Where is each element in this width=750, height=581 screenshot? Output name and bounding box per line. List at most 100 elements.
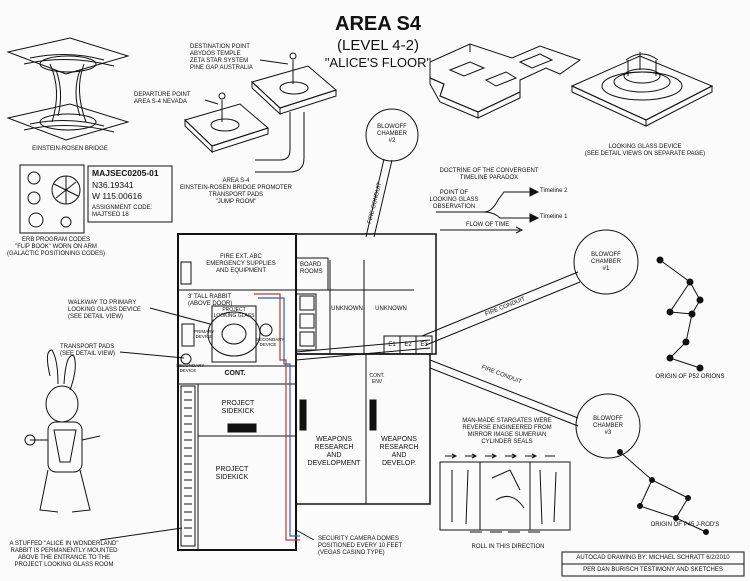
looking-glass-device-graphic bbox=[570, 52, 714, 127]
destination-line2: ABYDOS TEMPLE bbox=[190, 51, 241, 57]
stargates-line1: MAN-MADE STARGATES WERE bbox=[462, 418, 552, 424]
erb-line3: (GALACTIC POSITIONING CODES) bbox=[6, 251, 105, 257]
doctrine-heading-line2: TIMELINE PARADOX bbox=[459, 175, 519, 181]
walkway-line3: (SEE DETAIL VIEW) bbox=[68, 314, 124, 320]
rabbit-door-line2: (ABOVE DOOR) bbox=[188, 301, 233, 307]
jrod-constellation bbox=[619, 451, 707, 533]
erb-line2: "FLIP BOOK" WORN ON ARM bbox=[15, 244, 97, 250]
rabbit-callout-line4: PROJECT LOOKING GLASS ROOM bbox=[14, 562, 114, 568]
promoter-line4: "JUMP ROOM" bbox=[215, 199, 257, 205]
walkway-line1: WALKWAY TO PRIMARY bbox=[68, 300, 137, 306]
rabbit-callout-line3: ABOVE THE ENTRANCE TO THE bbox=[17, 555, 111, 561]
rabbit-callout-line1: A STUFFED "ALICE IN WONDERLAND" bbox=[9, 541, 119, 547]
transport-line2: (SEE DETAIL VIEW) bbox=[60, 351, 116, 357]
erb-line1: ERB PROGRAM CODES bbox=[21, 237, 90, 243]
doctrine-point-line3: OBSERVATION bbox=[432, 204, 476, 210]
majsec-card bbox=[87, 165, 173, 223]
secondary-device-right-line1: SECONDARY bbox=[256, 337, 285, 342]
weapons1-line4: DEVELOPMENT bbox=[307, 460, 361, 467]
stargates-line2: REVERSE ENGINEERED FROM bbox=[462, 425, 552, 431]
timeline-2-label: Timeline 2 bbox=[540, 188, 568, 194]
sidekick2-line2: SIDEKICK bbox=[215, 474, 249, 481]
board-rooms-line2: ROOMS bbox=[300, 269, 323, 275]
transport-pads-graphic bbox=[184, 52, 338, 173]
transport-line1: TRANSPORT PADS bbox=[60, 344, 115, 350]
orion-origin-label: ORIGIN OF P52 ORIONS bbox=[655, 374, 725, 380]
promoter-line1: AREA S-4 bbox=[222, 178, 250, 184]
room-e1: E1 bbox=[388, 342, 396, 348]
doctrine-point-line2: LOOKING GLASS bbox=[429, 197, 479, 203]
orion-stars bbox=[656, 256, 704, 372]
weapons1-line1: WEAPONS bbox=[316, 436, 352, 443]
primary-device-line1: PRIMARY bbox=[194, 329, 215, 334]
chamber1-line1: BLOWOFF bbox=[591, 252, 621, 258]
looking-glass-line1: LOOKING GLASS DEVICE bbox=[608, 144, 682, 150]
chamber3-line2: CHAMBER bbox=[592, 423, 623, 429]
title-line2: (LEVEL 4-2) bbox=[337, 37, 419, 54]
majsec-code: MAJSEC0205-01 bbox=[92, 168, 159, 178]
stargates-line4: CYLINDER SEALS bbox=[481, 439, 533, 445]
cont-room: CONT. bbox=[224, 370, 246, 377]
weapons1-line2: RESEARCH bbox=[314, 444, 354, 451]
chamber2-line3: #2 bbox=[388, 138, 396, 144]
primary-device-line2: DEVICE bbox=[195, 334, 213, 339]
doctrine-heading-line1: DOCTRINE OF THE CONVERGENT bbox=[439, 168, 539, 174]
destination-line3: ZETA STAR SYSTEM bbox=[190, 58, 249, 64]
promoter-line3: TRANSPORT PADS bbox=[208, 192, 264, 198]
title-line1: AREA S4 bbox=[335, 13, 421, 35]
sidekick2-line1: PROJECT bbox=[215, 466, 249, 473]
cylinder-seal-graphic bbox=[439, 453, 571, 533]
floorplan-graphic bbox=[177, 233, 437, 551]
wormhole-graphic bbox=[6, 37, 130, 141]
fire-ext-line3: AND EQUIPMENT bbox=[215, 268, 266, 274]
chamber3-line3: #3 bbox=[604, 430, 612, 436]
weapons2-line3: AND bbox=[391, 452, 407, 459]
project-lg-line1: PROJECT bbox=[222, 307, 246, 313]
flow-of-time-label: FLOW OF TIME bbox=[466, 222, 510, 228]
chamber3-line1: BLOWOFF bbox=[593, 416, 623, 422]
looking-glass-line2: (SEE DETAIL VIEWS ON SEPARATE PAGE) bbox=[584, 151, 706, 157]
departure-line2: AREA S-4 NEVADA bbox=[134, 99, 187, 105]
sidekick1-line1: PROJECT bbox=[221, 400, 255, 407]
room-e2: E2 bbox=[404, 342, 412, 348]
walkway-blue-path bbox=[258, 297, 300, 537]
credit-line1: AUTOCAD DRAWING BY: MICHAEL SCHRATT 6/2/… bbox=[576, 555, 730, 561]
cont-env-line1: CONT. bbox=[369, 373, 385, 379]
roll-direction-label: ROLL IN THIS DIRECTION bbox=[471, 544, 545, 550]
timeline-1-label: Timeline 1 bbox=[540, 214, 568, 220]
fire-ext-line2: EMERGENCY SUPPLIES bbox=[206, 261, 276, 267]
destination-line4: PINE GAP AUSTRALIA bbox=[190, 65, 253, 71]
majsec-lon: W 115.00616 bbox=[92, 191, 142, 201]
camera-line2: POSITIONED EVERY 10 FEET bbox=[318, 543, 403, 549]
callout-leaders bbox=[99, 307, 315, 541]
credit-line2: PER DAN BURISCH TESTIMONY AND SKETCHES bbox=[583, 567, 723, 573]
facility-isometric-graphic bbox=[429, 43, 582, 119]
chamber2-line2: CHAMBER bbox=[376, 131, 407, 137]
unknown-room-2: UNKNOWN bbox=[375, 306, 407, 312]
jrod-stars bbox=[617, 449, 709, 535]
board-rooms-line1: BOARD bbox=[300, 262, 322, 268]
majsec-assignment-line1: ASSIGNMENT CODE: bbox=[92, 205, 153, 211]
sidekick1-line2: SIDEKICK bbox=[221, 408, 255, 415]
jrod-origin-label: ORIGIN OF P45 J-ROD'S bbox=[650, 522, 720, 528]
unknown-room-1: UNKNOWN bbox=[331, 306, 363, 312]
rabbit-door-line1: 3' TALL RABBIT bbox=[188, 294, 232, 300]
secondary-device-left-line2: DEVICE bbox=[179, 368, 197, 373]
walkway-line2: LOOKING GLASS DEVICE bbox=[68, 307, 142, 313]
promoter-line2: EINSTEIN-ROSEN BRIDGE PROMOTER bbox=[179, 185, 292, 191]
secondary-device-right-line2: DEVICE bbox=[259, 342, 277, 347]
chamber1-line2: CHAMBER bbox=[590, 259, 621, 265]
rabbit-callout-line2: RABBIT IS PERMANENTLY MOUNTED bbox=[10, 548, 118, 554]
flip-book-graphic bbox=[19, 164, 85, 234]
cont-env-line2: ENV bbox=[371, 379, 383, 385]
weapons2-line4: DEVELOP. bbox=[381, 460, 417, 467]
blowoff-chamber-3 bbox=[575, 393, 641, 459]
camera-line1: SECURITY CAMERA DOMES bbox=[318, 536, 399, 542]
weapons2-line1: WEAPONS bbox=[381, 436, 417, 443]
weapons2-line2: RESEARCH bbox=[379, 444, 419, 451]
departure-line1: DEPARTURE POINT bbox=[134, 92, 191, 98]
doctrine-point-line1: POINT OF bbox=[439, 190, 469, 196]
majsec-assignment-line2: MAJTSEO 18 bbox=[92, 212, 129, 218]
